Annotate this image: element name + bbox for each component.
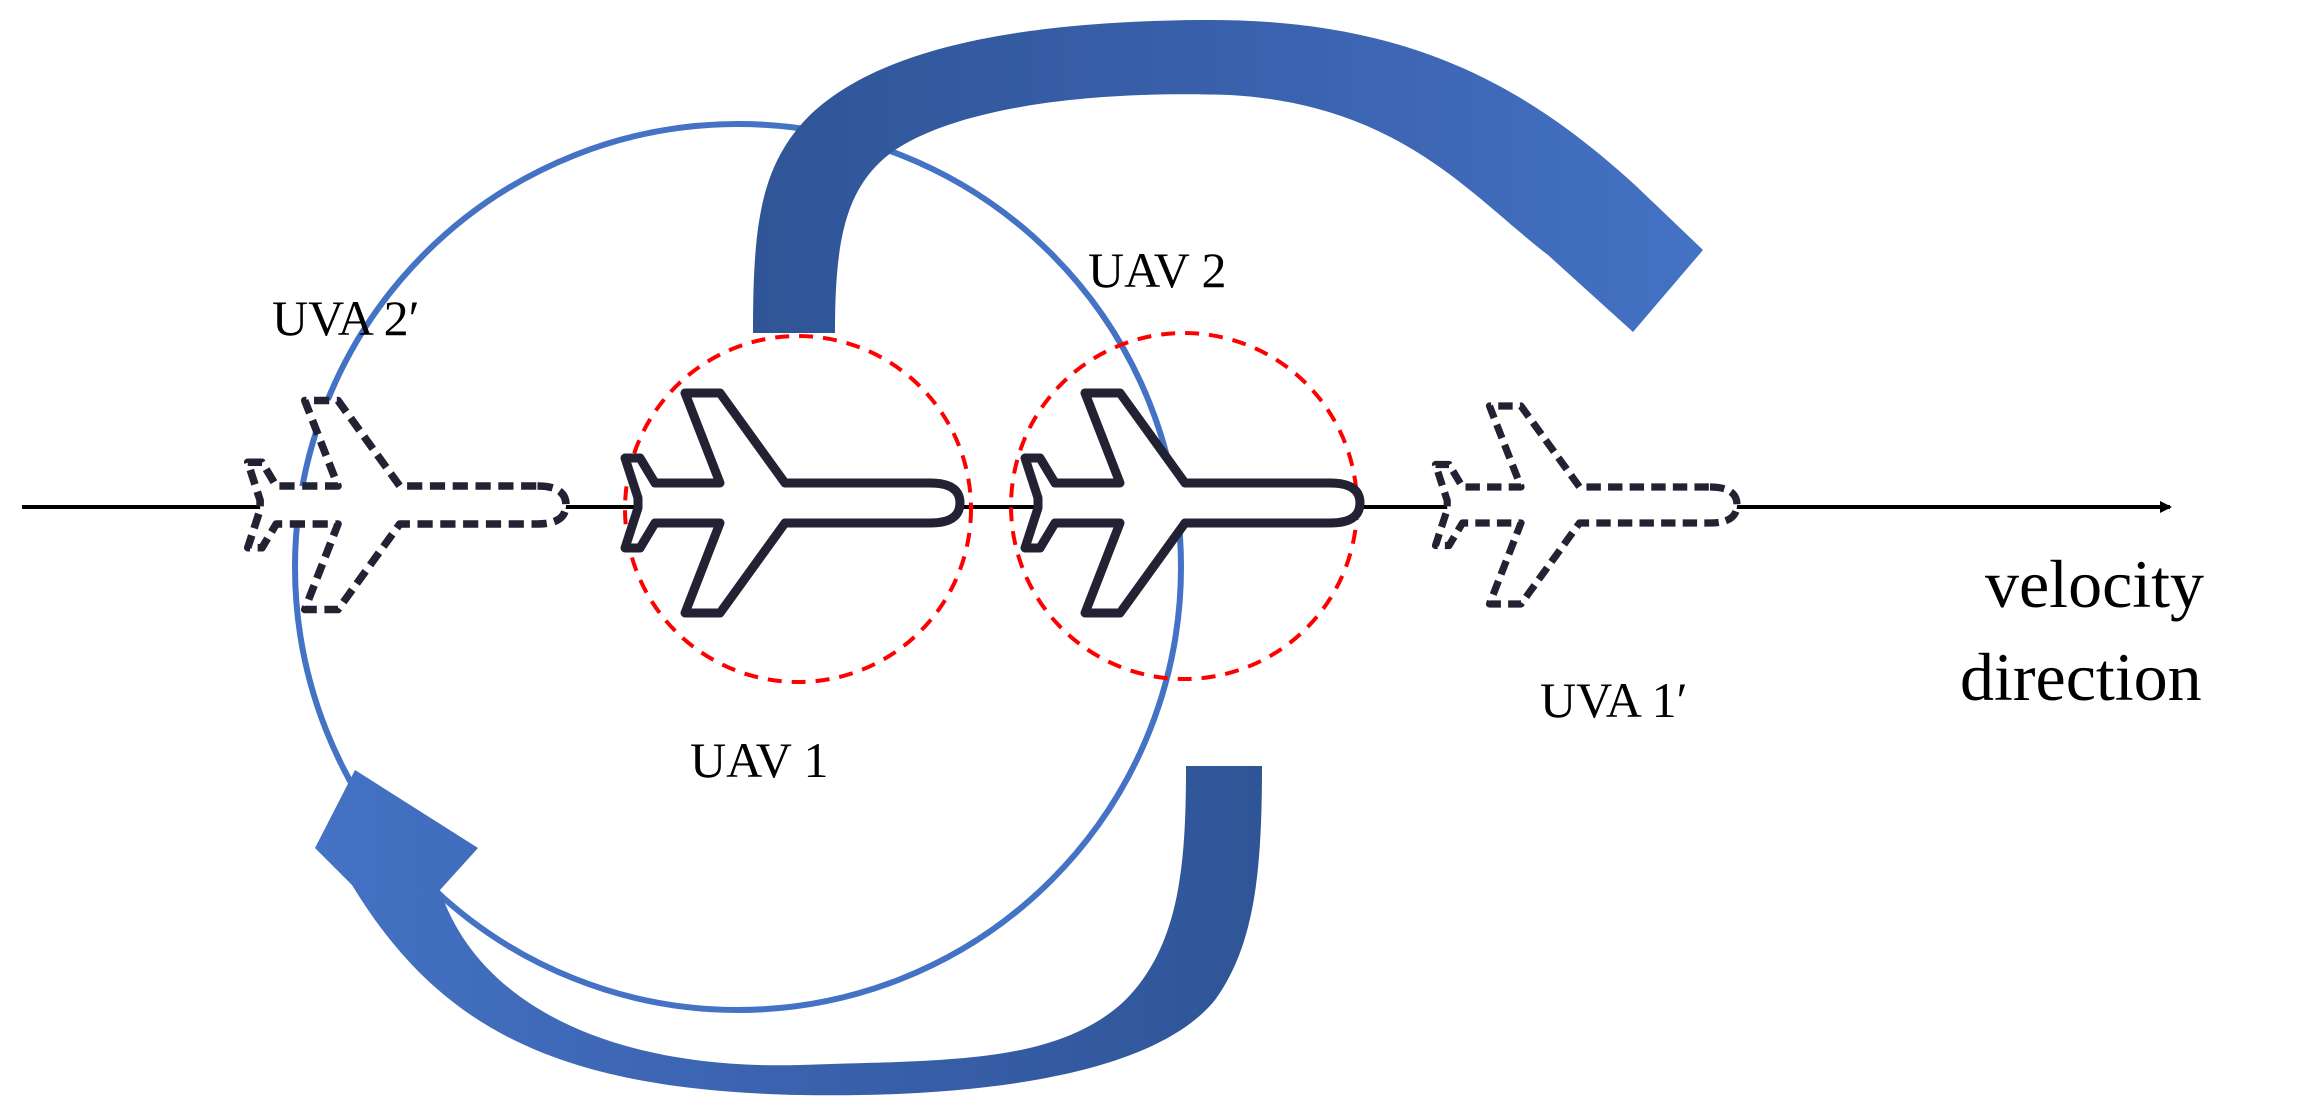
uva1-prime-label: UVA 1′ bbox=[1540, 672, 1688, 728]
uav1-airplane-icon bbox=[625, 393, 960, 613]
bottom-swap-arrow-icon bbox=[315, 766, 1262, 1096]
uva1-prime-airplane-dashed-icon bbox=[1436, 406, 1738, 604]
uav1-safety-circle bbox=[623, 334, 973, 684]
uav1-label: UAV 1 bbox=[690, 732, 828, 788]
formation-circle bbox=[292, 121, 1184, 1013]
direction-label: direction bbox=[1960, 639, 2202, 715]
velocity-label: velocity bbox=[1985, 546, 2204, 622]
uav2-label: UAV 2 bbox=[1088, 242, 1226, 298]
uav2-airplane-icon bbox=[1025, 393, 1360, 613]
uva2-prime-label: UVA 2′ bbox=[272, 290, 420, 346]
top-swap-arrow-icon bbox=[753, 19, 1703, 334]
